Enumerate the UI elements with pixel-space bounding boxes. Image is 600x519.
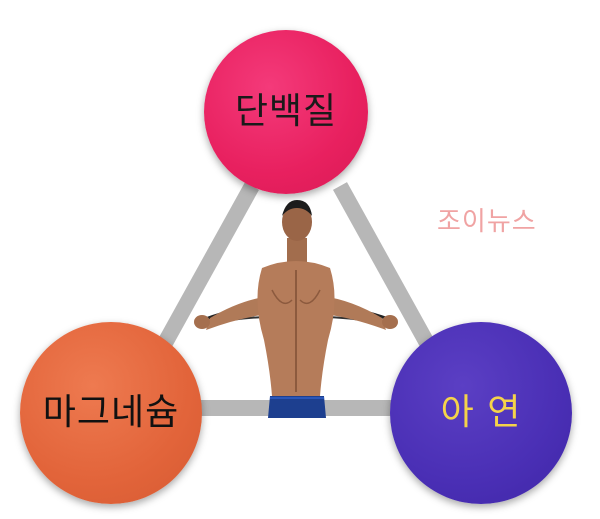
exercise-figure [194, 200, 398, 418]
node-zinc-label: 아 연 [440, 392, 522, 433]
node-magnesium: 마그네슘 [20, 322, 202, 504]
node-protein-label: 단백질 [234, 91, 338, 132]
connector-top-right [333, 182, 439, 356]
connector-top-left [153, 182, 259, 356]
node-protein: 단백질 [204, 30, 368, 194]
node-zinc: 아 연 [390, 322, 572, 504]
watermark-text: 조이뉴스 [437, 207, 537, 237]
node-magnesium-label: 마그네슘 [42, 392, 180, 433]
